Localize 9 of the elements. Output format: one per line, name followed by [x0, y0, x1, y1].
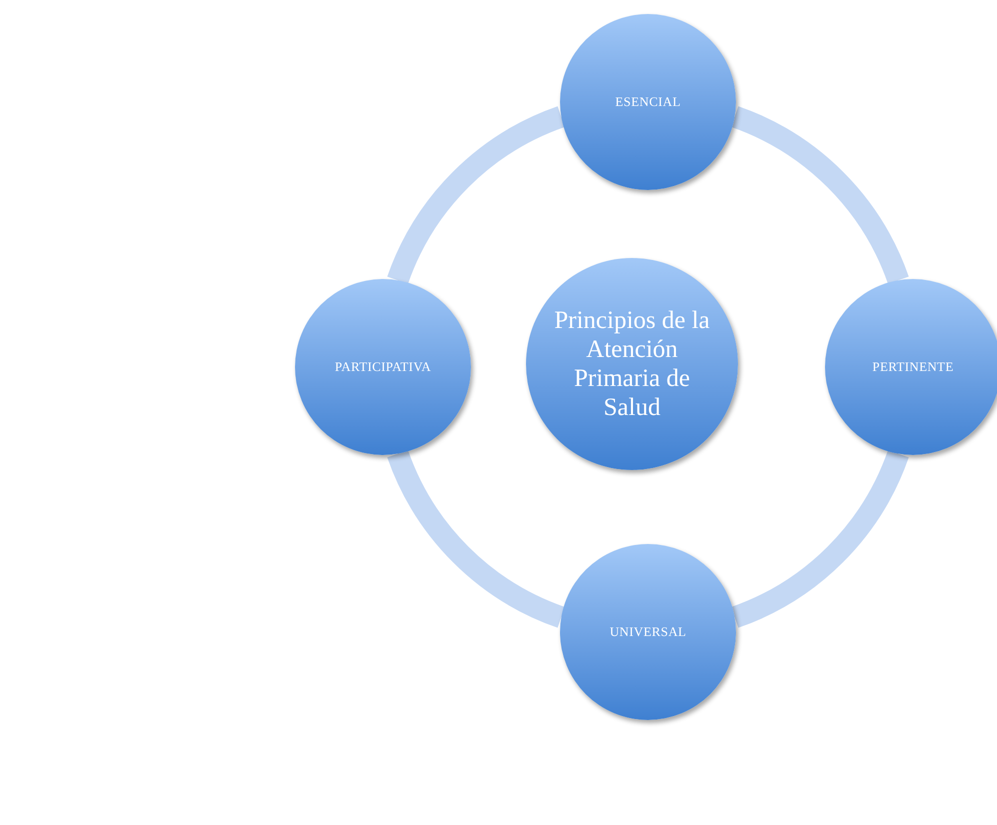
- ring-segment: [730, 450, 909, 628]
- principle-label: PARTICIPATIVA: [334, 358, 432, 376]
- principle-label: PERTINENTE: [872, 358, 954, 376]
- ring-segment: [387, 450, 566, 628]
- center-title: Principios de la Atención Primaria de Salud: [553, 306, 711, 422]
- ring-segment: [387, 106, 566, 284]
- ring-segment: [730, 106, 909, 284]
- principle-label: UNIVERSAL: [610, 623, 686, 642]
- principle-label: ESENCIAL: [615, 93, 681, 112]
